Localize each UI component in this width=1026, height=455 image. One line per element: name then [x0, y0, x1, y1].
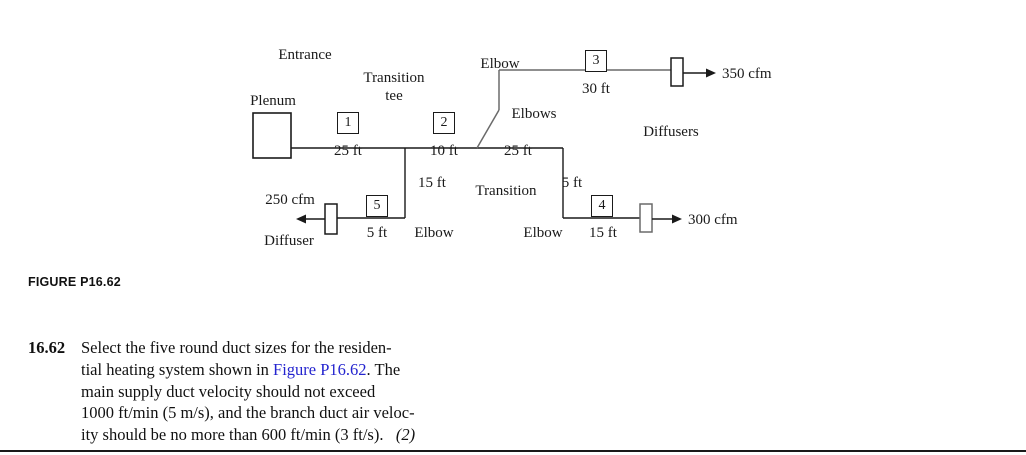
- length-label-5: 5 ft: [366, 225, 388, 241]
- problem-line-2-a: tial heating system shown in: [81, 359, 274, 379]
- label-transition-lower: Transition: [475, 183, 537, 199]
- airflow-arrowhead-350: [706, 68, 716, 78]
- airflow-arrowhead-250: [296, 214, 306, 224]
- label-elbow-left-branch: Elbow: [414, 225, 454, 241]
- duct-diagram-svg: [252, 57, 716, 235]
- problem-line-1: Select the five round duct sizes for the…: [81, 338, 392, 357]
- airflow-arrowhead-300: [672, 214, 682, 224]
- problem-line-5: ity should be no more than 600 ft/min (3…: [81, 424, 503, 446]
- length-label-main-to-riser: 25 ft: [504, 143, 532, 159]
- page-bottom-rule: [0, 450, 1026, 452]
- airflow-label-350: 350 cfm: [722, 66, 772, 82]
- figure-cross-reference-link[interactable]: Figure P16.62: [273, 359, 367, 379]
- problem-block: 16.62 Select the five round duct sizes f…: [28, 337, 503, 446]
- airflow-label-300: 300 cfm: [688, 212, 738, 228]
- length-label-drop-left: 15 ft: [418, 175, 446, 191]
- duct-segment-badge-1: 1: [337, 112, 359, 134]
- length-label-drop-right: 5 ft: [561, 175, 583, 191]
- label-diffuser-left: Diffuser: [264, 233, 314, 249]
- diffuser-lower-left: [324, 203, 338, 235]
- figure-caption: FIGURE P16.62: [28, 275, 121, 289]
- label-transition-tee-line1: Transition: [363, 70, 425, 86]
- duct-segment-badge-3: 3: [585, 50, 607, 72]
- length-label-1: 25 ft: [334, 143, 362, 159]
- length-label-2: 10 ft: [430, 143, 458, 159]
- problem-text: Select the five round duct sizes for the…: [81, 337, 503, 446]
- duct-segment-badge-4: 4: [591, 195, 613, 217]
- figure-duct-schematic: Entrance Plenum Transition tee Elbow Elb…: [250, 47, 772, 249]
- plenum-box: [252, 112, 292, 159]
- length-label-3: 30 ft: [582, 81, 610, 97]
- duct-riser-diagonal: [476, 109, 500, 149]
- diffuser-lower-right: [639, 203, 653, 233]
- problem-line-3: main supply duct velocity should not exc…: [81, 381, 376, 401]
- label-transition-tee-line2: tee: [385, 88, 403, 104]
- problem-line-2: tial heating system shown in Figure P16.…: [81, 359, 503, 381]
- label-entrance: Entrance: [278, 47, 332, 63]
- label-elbows-middle: Elbows: [511, 106, 557, 122]
- label-elbow-upper: Elbow: [480, 56, 520, 72]
- problem-number: 16.62: [28, 338, 66, 357]
- label-diffusers-right: Diffusers: [643, 124, 699, 140]
- problem-line-2-b: . The: [366, 359, 401, 379]
- label-elbow-right-branch: Elbow: [523, 225, 563, 241]
- duct-segment-badge-2: 2: [433, 112, 455, 134]
- label-plenum: Plenum: [250, 93, 296, 109]
- diffuser-upper-right: [670, 57, 684, 87]
- problem-points: (2): [395, 425, 416, 445]
- length-label-4: 15 ft: [589, 225, 617, 241]
- problem-line-5-text: ity should be no more than 600 ft/min (3…: [81, 425, 384, 445]
- duct-segment-badge-5: 5: [366, 195, 388, 217]
- airflow-label-250: 250 cfm: [265, 192, 315, 208]
- problem-line-4: 1000 ft/min (5 m/s), and the branch duct…: [81, 403, 415, 423]
